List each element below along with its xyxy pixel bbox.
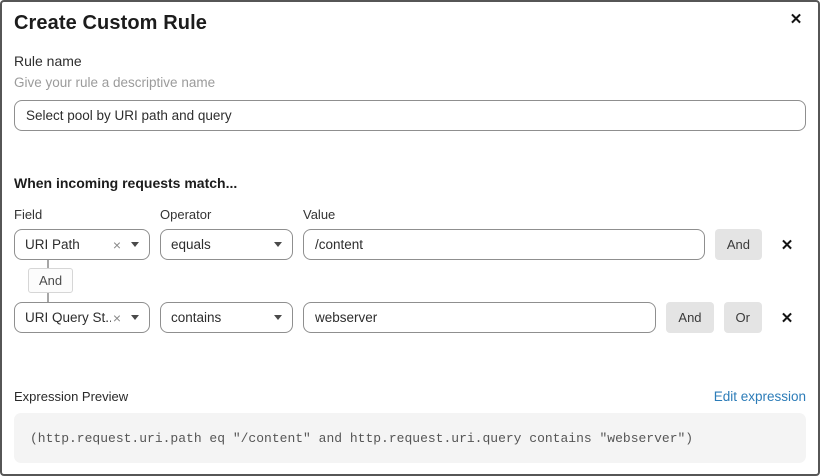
operator-column-label: Operator bbox=[160, 207, 212, 222]
operator-select-value: equals bbox=[171, 237, 211, 252]
rule-name-input[interactable] bbox=[14, 100, 806, 131]
operator-select[interactable]: contains bbox=[160, 302, 293, 333]
criteria-column-labels: Field Operator Value bbox=[14, 207, 806, 222]
value-input[interactable] bbox=[303, 302, 657, 333]
add-or-condition-button[interactable]: Or bbox=[723, 302, 762, 333]
expression-preview-box: (http.request.uri.path eq "/content" and… bbox=[14, 413, 806, 463]
criteria-row: URI Query St... × contains And Or ✕ bbox=[14, 302, 806, 333]
field-select[interactable]: URI Query St... × bbox=[14, 302, 150, 333]
delete-row-button[interactable]: ✕ bbox=[776, 309, 798, 327]
value-column-label: Value bbox=[303, 207, 336, 222]
delete-icon: ✕ bbox=[780, 309, 794, 327]
add-and-condition-button[interactable]: And bbox=[714, 229, 762, 260]
chevron-down-icon bbox=[131, 315, 139, 320]
close-icon: ✕ bbox=[789, 11, 803, 28]
rule-name-helper-text: Give your rule a descriptive name bbox=[14, 75, 216, 90]
value-input[interactable] bbox=[303, 229, 705, 260]
criteria-row: URI Path × equals And ✕ bbox=[14, 229, 806, 260]
field-select-value: URI Path bbox=[25, 237, 80, 252]
connector-and-tag: And bbox=[28, 268, 74, 293]
dialog-title: Create Custom Rule bbox=[14, 12, 207, 34]
delete-row-button[interactable]: ✕ bbox=[776, 236, 798, 254]
field-select-value: URI Query St... bbox=[25, 310, 111, 325]
operator-select[interactable]: equals bbox=[160, 229, 293, 260]
add-and-condition-button[interactable]: And bbox=[666, 302, 714, 333]
clear-selection-icon[interactable]: × bbox=[112, 309, 121, 326]
close-button[interactable]: ✕ bbox=[784, 8, 808, 32]
field-select[interactable]: URI Path × bbox=[14, 229, 150, 260]
condition-connector: And bbox=[14, 260, 806, 302]
rule-name-label: Rule name bbox=[14, 53, 82, 69]
clear-selection-icon[interactable]: × bbox=[112, 236, 121, 253]
expression-preview-label: Expression Preview bbox=[14, 389, 129, 404]
expression-preview-header: Expression Preview Edit expression bbox=[14, 389, 806, 405]
chevron-down-icon bbox=[274, 315, 282, 320]
chevron-down-icon bbox=[274, 242, 282, 247]
delete-icon: ✕ bbox=[780, 236, 794, 254]
expression-preview-text: (http.request.uri.path eq "/content" and… bbox=[30, 430, 694, 446]
match-section-heading: When incoming requests match... bbox=[14, 175, 238, 191]
operator-select-value: contains bbox=[171, 310, 222, 325]
chevron-down-icon bbox=[131, 242, 139, 247]
edit-expression-link[interactable]: Edit expression bbox=[713, 389, 806, 404]
field-column-label: Field bbox=[14, 207, 43, 222]
